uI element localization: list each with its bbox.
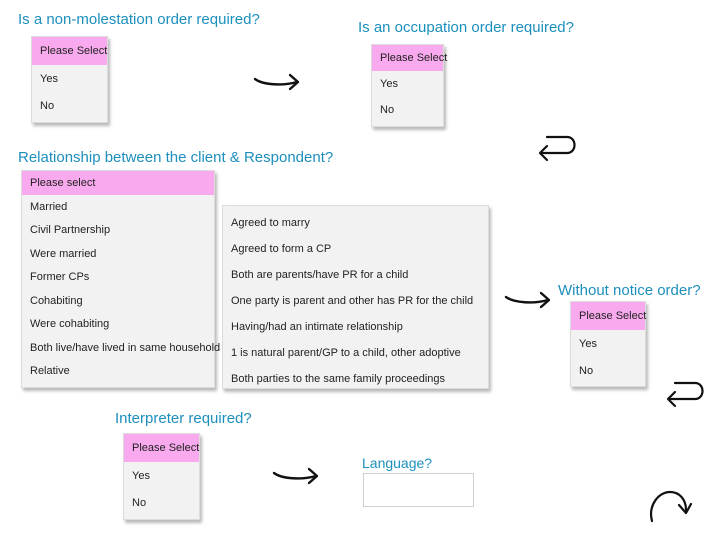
option-agreed-to-marry[interactable]: Agreed to marry (231, 217, 310, 229)
option-please-select[interactable]: Please select (22, 171, 214, 195)
option-same-proceedings[interactable]: Both parties to the same family proceedi… (231, 373, 446, 385)
option-please-select[interactable]: Please Select (571, 302, 646, 330)
option-same-household[interactable]: Both live/have lived in same household (30, 341, 221, 354)
non-molestation-question: Is a non-molestation order required? (18, 11, 260, 28)
arrow-right-icon (253, 72, 301, 94)
without-notice-question: Without notice order? (558, 282, 701, 299)
language-label: Language? (362, 455, 433, 471)
option-both-parents[interactable]: Both are parents/have PR for a child (231, 269, 409, 281)
interpreter-question: Interpreter required? (115, 410, 252, 427)
language-input[interactable] (363, 473, 474, 507)
interpreter-dropdown[interactable]: Please Select Yes No (123, 433, 200, 520)
option-intimate-relationship[interactable]: Having/had an intimate relationship (231, 321, 403, 333)
option-yes[interactable]: Yes (579, 337, 597, 350)
option-please-select[interactable]: Please Select (124, 434, 199, 462)
option-were-cohabiting[interactable]: Were cohabiting (30, 318, 110, 331)
option-no[interactable]: No (579, 364, 594, 377)
arrow-right-icon (504, 290, 552, 312)
option-no[interactable]: No (380, 104, 395, 116)
redo-icon (648, 488, 693, 524)
return-arrow-icon (663, 377, 707, 408)
relationship-dropdown[interactable]: Please select Married Civil Partnership … (21, 170, 221, 388)
option-were-married[interactable]: Were married (30, 247, 97, 260)
relationship-more-dropdown[interactable]: Agreed to marry Agreed to form a CP Both… (222, 205, 489, 389)
option-yes[interactable]: Yes (380, 78, 398, 90)
option-former-cps[interactable]: Former CPs (30, 271, 90, 284)
option-civil-partnership[interactable]: Civil Partnership (30, 224, 111, 237)
non-molestation-dropdown[interactable]: Please Select Yes No (31, 36, 108, 123)
option-natural-adoptive[interactable]: 1 is natural parent/GP to a child, other… (231, 347, 461, 359)
occupation-dropdown[interactable]: Please Select Yes No (371, 44, 447, 127)
option-yes[interactable]: Yes (132, 469, 150, 482)
option-relative[interactable]: Relative (30, 365, 70, 378)
without-notice-dropdown[interactable]: Please Select Yes No (570, 301, 646, 387)
option-agreed-to-form-cp[interactable]: Agreed to form a CP (231, 243, 332, 255)
arrow-right-icon (272, 466, 320, 488)
option-cohabiting[interactable]: Cohabiting (30, 294, 83, 307)
occupation-question: Is an occupation order required? (358, 19, 574, 36)
option-married[interactable]: Married (30, 200, 68, 213)
option-no[interactable]: No (40, 99, 55, 112)
option-please-select[interactable]: Please Select (372, 45, 447, 71)
option-yes[interactable]: Yes (40, 72, 58, 85)
option-please-select[interactable]: Please Select (32, 37, 107, 65)
return-arrow-icon (535, 131, 579, 162)
option-parent-and-pr[interactable]: One party is parent and other has PR for… (231, 295, 474, 307)
option-no[interactable]: No (132, 496, 147, 509)
relationship-question: Relationship between the client & Respon… (18, 149, 334, 166)
